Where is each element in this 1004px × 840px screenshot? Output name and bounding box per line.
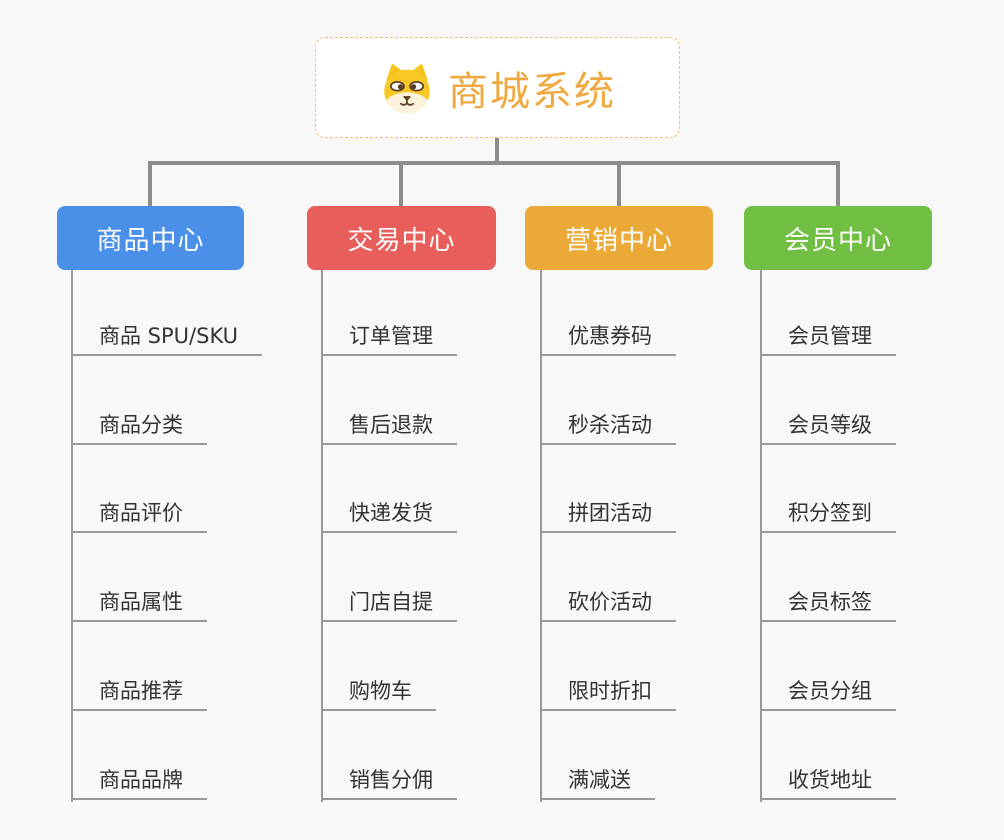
leaf-node[interactable]: 快递发货 — [321, 497, 457, 533]
branch-node-member-center[interactable]: 会员中心 — [744, 206, 932, 270]
leaf-node[interactable]: 收货地址 — [760, 764, 896, 800]
leaf-node[interactable]: 会员等级 — [760, 409, 896, 445]
leaf-node[interactable]: 商品分类 — [71, 409, 207, 445]
root-node-mall-system[interactable]: 商城系统 — [315, 37, 680, 138]
leaf-node[interactable]: 满减送 — [540, 764, 655, 800]
leaf-node[interactable]: 限时折扣 — [540, 675, 676, 711]
root-title: 商城系统 — [448, 68, 616, 115]
connector-drop-product — [148, 161, 152, 206]
leaf-node[interactable]: 会员分组 — [760, 675, 896, 711]
leaf-node[interactable]: 秒杀活动 — [540, 409, 676, 445]
leaf-node[interactable]: 商品品牌 — [71, 764, 207, 800]
leaf-node[interactable]: 优惠券码 — [540, 320, 676, 356]
connector-root-stub — [495, 137, 499, 165]
branch-node-product-center[interactable]: 商品中心 — [57, 206, 244, 270]
connector-drop-member — [836, 161, 840, 206]
leaf-node[interactable]: 商品属性 — [71, 586, 207, 622]
leaf-node[interactable]: 购物车 — [321, 675, 436, 711]
leaf-node[interactable]: 会员管理 — [760, 320, 896, 356]
connector-drop-marketing — [617, 161, 621, 206]
branch-column-trade: 订单管理 售后退款 快递发货 门店自提 购物车 销售分佣 — [321, 270, 561, 802]
leaf-node[interactable]: 商品 SPU/SKU — [71, 320, 263, 356]
connector-trunk — [148, 161, 840, 165]
shiba-dog-icon — [384, 63, 430, 113]
connector-drop-trade — [399, 161, 403, 206]
leaf-node[interactable]: 门店自提 — [321, 586, 457, 622]
leaf-node[interactable]: 售后退款 — [321, 409, 457, 445]
branch-column-marketing: 优惠券码 秒杀活动 拼团活动 砍价活动 限时折扣 满减送 — [540, 270, 780, 802]
leaf-node[interactable]: 拼团活动 — [540, 497, 676, 533]
leaf-node[interactable]: 积分签到 — [760, 497, 896, 533]
branch-node-marketing-center[interactable]: 营销中心 — [525, 206, 713, 270]
leaf-node[interactable]: 会员标签 — [760, 586, 896, 622]
leaf-node[interactable]: 砍价活动 — [540, 586, 676, 622]
leaf-node[interactable]: 商品评价 — [71, 497, 207, 533]
leaf-node[interactable]: 订单管理 — [321, 320, 457, 356]
branch-column-member: 会员管理 会员等级 积分签到 会员标签 会员分组 收货地址 — [760, 270, 1000, 802]
branch-node-trade-center[interactable]: 交易中心 — [307, 206, 496, 270]
leaf-node[interactable]: 销售分佣 — [321, 764, 457, 800]
branch-column-product: 商品 SPU/SKU 商品分类 商品评价 商品属性 商品推荐 商品品牌 — [71, 270, 311, 802]
leaf-node[interactable]: 商品推荐 — [71, 675, 207, 711]
